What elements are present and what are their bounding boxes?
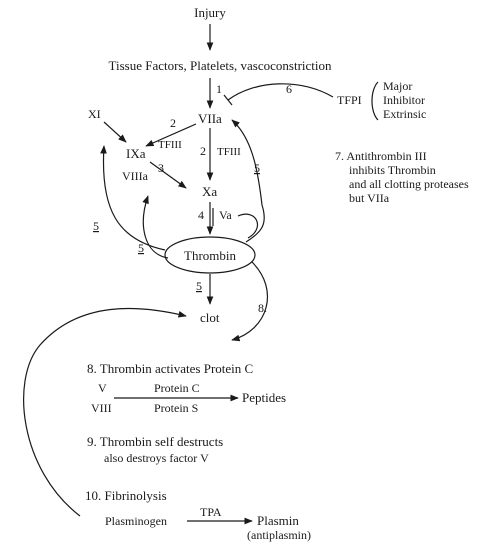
peptides-label: Peptides (242, 390, 286, 405)
factor-ixa-label: IXa (126, 146, 146, 161)
tfpi-note-inhibitor: Inhibitor (383, 93, 425, 107)
ixa-to-xa-arrow (149, 161, 187, 189)
step4-number: 4 (198, 208, 204, 222)
injury-label: Injury (194, 5, 226, 20)
clot-label: clot (200, 310, 220, 325)
fibrinolysis-loop (23, 307, 187, 517)
thrombin-to-ixa-feedback (100, 145, 166, 251)
step2-left-number: 2 (170, 116, 176, 130)
plasmin-label: Plasmin (257, 513, 299, 528)
protein-s-label: Protein S (154, 401, 198, 415)
thrombin-to-protein-c-curve (231, 261, 269, 342)
factor-xi-label: XI (88, 107, 101, 121)
step5-bottom-number: 5 (138, 241, 144, 255)
factor-xa-label: Xa (202, 184, 217, 199)
tfpi-inhibition-curve (227, 83, 334, 101)
step8-number: 8. (258, 301, 267, 315)
thrombin-to-viiia-feedback (142, 195, 169, 259)
factor-viia-label: VIIa (198, 111, 222, 126)
thrombin-node (164, 236, 256, 274)
thrombin-to-viia-feedback (231, 119, 265, 243)
note9-line1: 9. Thrombin self destructs (87, 434, 223, 449)
tfpi-note-extrinsic: Extrinsic (383, 107, 426, 121)
note9-line2: also destroys factor V (104, 451, 209, 465)
note8-title: 8. Thrombin activates Protein C (87, 361, 253, 376)
tfpi-brace (371, 81, 379, 121)
step5-right-number: 5 (254, 161, 260, 175)
tfpi-label: TFPI (337, 93, 362, 107)
step3-number: 3 (158, 161, 164, 175)
step5-clot-number: 5 (196, 279, 202, 293)
step2-center-number: 2 (200, 144, 206, 158)
tfiii-left-label: TFIII (158, 139, 182, 151)
step5-left-number: 5 (93, 219, 99, 233)
note8-factor-viii: VIII (91, 401, 112, 415)
step1-number: 1 (216, 82, 222, 96)
note10-title: 10. Fibrinolysis (85, 488, 167, 503)
va-loop (237, 213, 259, 239)
tfpi-note-major: Major (383, 79, 412, 93)
tissue-factors-label: Tissue Factors, Platelets, vascoconstric… (108, 58, 332, 73)
factor-va-label: Va (219, 208, 232, 222)
note7-line2: inhibits Thrombin (349, 163, 436, 177)
antiplasmin-label: (antiplasmin) (247, 528, 311, 542)
plasminogen-label: Plasminogen (105, 514, 167, 528)
xi-to-ixa-arrow (103, 121, 127, 143)
viia-to-ixa-arrow (145, 123, 197, 147)
step6-number: 6 (286, 82, 292, 96)
note8-factor-v: V (98, 381, 107, 395)
tpa-label: TPA (200, 505, 222, 519)
tfiii-center-label: TFIII (217, 146, 241, 158)
note7-line4: but VIIa (349, 191, 390, 205)
tfpi-inhibition-bar (223, 94, 233, 106)
protein-c-label: Protein C (154, 381, 200, 395)
note7-line1: 7. Antithrombin III (335, 149, 427, 163)
factor-viiia-label: VIIIa (122, 169, 149, 183)
thrombin-label: Thrombin (184, 248, 236, 263)
note7-line3: and all clotting proteases (349, 177, 469, 191)
